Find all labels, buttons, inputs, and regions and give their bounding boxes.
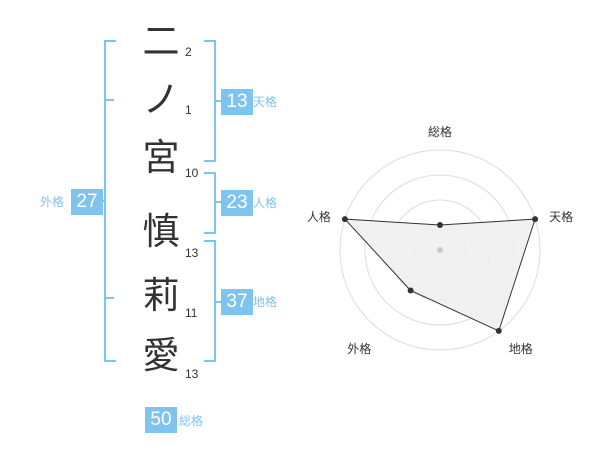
stroke-count-3: 10 (185, 166, 199, 180)
name-char-2: ノ (142, 78, 180, 121)
name-char-1: 二 (142, 20, 180, 63)
radar-axis-label-4: 外格 (347, 341, 371, 356)
stroke-count-6: 13 (185, 367, 199, 381)
gaikaku-connector (100, 200, 106, 202)
radar-point-3 (495, 327, 502, 334)
gaikaku-bracket-tick-bottom (104, 297, 114, 299)
soukaku-value-box: 50 (145, 407, 177, 433)
stroke-count-4: 13 (185, 246, 199, 260)
name-char-5: 莉 (142, 274, 180, 317)
radar-axis-label-2: 天格 (549, 209, 573, 224)
radar-axis-label-5: 人格 (307, 209, 331, 224)
radar-point-5 (341, 216, 348, 223)
jinkaku-bracket (204, 172, 216, 234)
tenkaku-connector (214, 100, 222, 102)
stroke-count-5: 11 (185, 306, 198, 320)
name-char-4: 慎 (142, 210, 180, 253)
chikaku-label: 地格 (253, 295, 278, 309)
soukaku-label: 総格 (179, 414, 204, 428)
jinkaku-label: 人格 (253, 196, 278, 210)
name-char-6: 愛 (142, 334, 180, 377)
jinkaku-value-box: 23 (221, 190, 253, 216)
name-char-3: 宮 (142, 136, 180, 179)
chikaku-value-box: 37 (221, 289, 253, 315)
radar-point-1 (437, 222, 443, 228)
gaikaku-value-box: 27 (71, 189, 103, 215)
radar-center-dot (437, 247, 443, 253)
stroke-count-1: 2 (185, 45, 192, 59)
stroke-count-2: 1 (185, 103, 192, 117)
radar-area (343, 218, 536, 332)
radar-point-2 (532, 216, 539, 223)
radar-axis-label-1: 総格 (428, 124, 452, 139)
radar-point-4 (407, 287, 414, 294)
gaikaku-bracket-tick-top (104, 99, 114, 101)
tenkaku-label: 天格 (253, 95, 278, 109)
jinkaku-connector (214, 201, 222, 203)
radar-axis-label-3: 地格 (509, 341, 533, 356)
gaikaku-label: 外格 (40, 195, 65, 209)
tenkaku-value-box: 13 (221, 89, 253, 115)
radar-ring-4 (339, 149, 541, 351)
chikaku-connector (214, 301, 222, 303)
